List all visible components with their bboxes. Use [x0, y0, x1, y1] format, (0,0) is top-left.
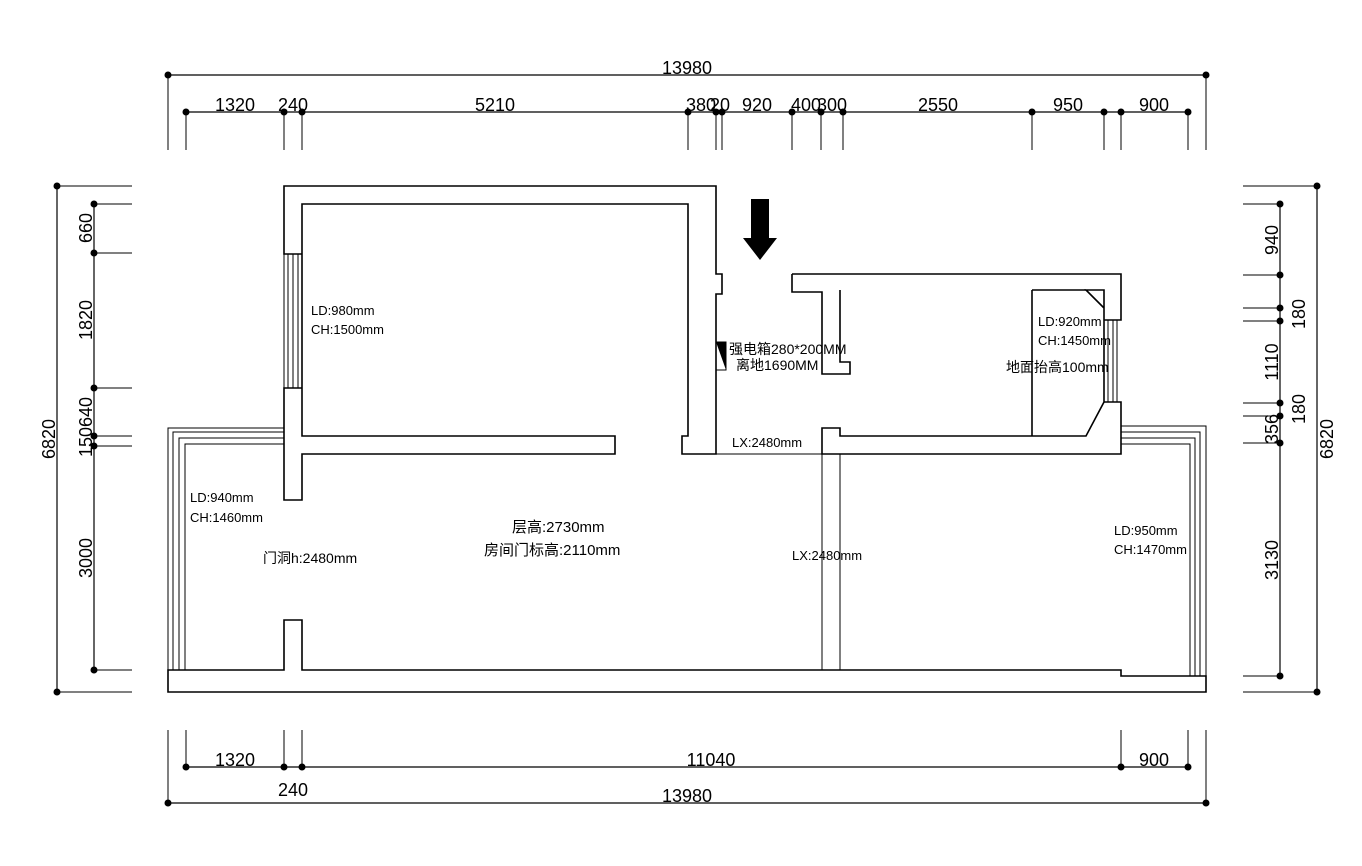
- floor-raise-note: 地面抬高100mm: [1006, 359, 1109, 375]
- right-room-window-ld: LD:920mm: [1038, 314, 1102, 329]
- right-seg-4: 180: [1289, 394, 1309, 424]
- upper-window-ch: CH:1500mm: [311, 322, 384, 337]
- top-seg-4: 380: [686, 95, 716, 115]
- left-dimensions: 6820 660 1820 640 150 3000: [39, 182, 132, 696]
- bottom-total-label: 13980: [662, 786, 712, 806]
- entrance-arrow-icon: [743, 199, 777, 260]
- floor-height-note: 层高:2730mm: [512, 519, 605, 536]
- bottom-seg-4: 900: [1139, 750, 1169, 770]
- upper-window-ld: LD:980mm: [311, 303, 375, 318]
- right-seg-5: 356: [1262, 414, 1282, 444]
- top-total-label: 13980: [662, 58, 712, 78]
- annotations: LD:980mm CH:1500mm LD:940mm CH:1460mm LD…: [190, 303, 1187, 566]
- electric-box-height: 离地1690MM: [736, 357, 818, 373]
- top-seg-7: 400: [791, 95, 821, 115]
- left-window-ch: CH:1460mm: [190, 510, 263, 525]
- left-total-label: 6820: [39, 419, 59, 459]
- right-seg-2: 180: [1289, 299, 1309, 329]
- top-seg-3: 5210: [475, 95, 515, 115]
- electric-box-size: 强电箱280*200MM: [729, 341, 847, 357]
- right-window-ld: LD:950mm: [1114, 523, 1178, 538]
- left-seg-3: 640: [76, 397, 96, 427]
- top-seg-9: 2550: [918, 95, 958, 115]
- left-window-ld: LD:940mm: [190, 490, 254, 505]
- upper-left-room-walls: [283, 185, 723, 501]
- top-dimensions: 13980 1320 240 5210 380 20 920 400 300 2…: [164, 58, 1210, 150]
- left-seg-2: 1820: [76, 300, 96, 340]
- left-seg-4: 150: [76, 427, 96, 457]
- right-seg-6: 3130: [1262, 540, 1282, 580]
- top-seg-6: 920: [742, 95, 772, 115]
- bottom-seg-2: 240: [278, 780, 308, 800]
- bottom-wall: [167, 619, 1207, 693]
- bottom-seg-3: 11040: [687, 750, 736, 770]
- left-seg-1: 660: [76, 213, 96, 243]
- right-seg-1: 940: [1262, 225, 1282, 255]
- bottom-seg-1: 1320: [215, 750, 255, 770]
- electric-box-icon: [715, 341, 727, 371]
- lx-lower-label: LX:2480mm: [792, 548, 862, 563]
- top-seg-2: 240: [278, 95, 308, 115]
- bottom-dimensions: 1320 240 11040 900 13980: [164, 730, 1210, 807]
- top-seg-1: 1320: [215, 95, 255, 115]
- right-room-window-ch: CH:1450mm: [1038, 333, 1111, 348]
- right-window-ch: CH:1470mm: [1114, 542, 1187, 557]
- walls: [167, 185, 1207, 693]
- right-total-label: 6820: [1317, 419, 1337, 459]
- top-seg-10: 950: [1053, 95, 1083, 115]
- door-opening-note: 门洞h:2480mm: [263, 550, 357, 566]
- top-seg-5: 20: [710, 95, 730, 115]
- door-height-note: 房间门标高:2110mm: [484, 542, 620, 559]
- right-seg-3: 1110: [1262, 343, 1282, 380]
- right-dimensions: 6820 940 180 1110 180 356 3130: [1243, 182, 1337, 696]
- top-seg-8: 300: [817, 95, 847, 115]
- top-seg-11: 900: [1139, 95, 1169, 115]
- lx-upper-label: LX:2480mm: [732, 435, 802, 450]
- left-seg-5: 3000: [76, 538, 96, 578]
